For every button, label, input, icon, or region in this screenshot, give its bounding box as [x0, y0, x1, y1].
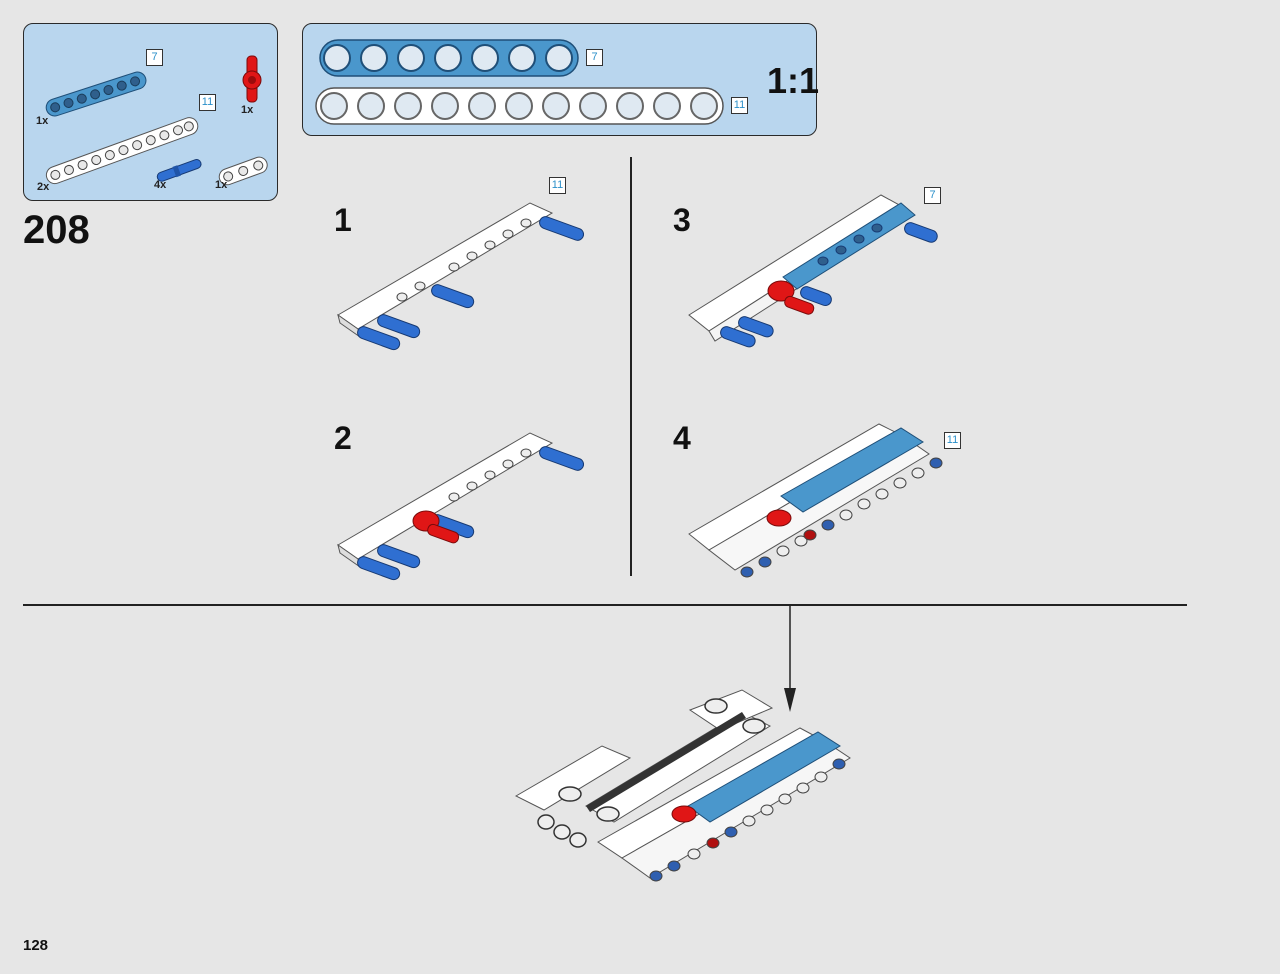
substep-1-number: 1 — [334, 202, 352, 238]
scale-beams-art — [315, 39, 724, 125]
substep-3-length-badge: 7 — [924, 187, 941, 204]
parts-list-panel: 7 11 1x 1x 2x 4x 1x — [23, 23, 278, 201]
white-small-qty: 1x — [215, 179, 228, 191]
substep-4-length-badge: 11 — [944, 432, 961, 449]
substep-3-illustration — [688, 194, 938, 348]
page-number: 128 — [23, 937, 49, 954]
white-beam-length-badge: 11 — [199, 94, 216, 111]
scale-ratio: 1:1 — [767, 60, 820, 101]
substep-1-length-badge: 11 — [549, 177, 566, 194]
final-assembly-illustration — [514, 689, 851, 882]
substep-4-number: 4 — [673, 420, 691, 456]
parts-list-art — [45, 55, 268, 186]
scale-bottom-length-badge: 11 — [731, 97, 748, 114]
blue-pin-qty: 4x — [154, 179, 167, 191]
substep-1-illustration — [337, 202, 585, 351]
blue-beam-qty: 1x — [36, 115, 49, 127]
red-connector-qty: 1x — [241, 104, 254, 116]
white-beam-qty: 2x — [37, 181, 50, 193]
blue-beam-length-badge: 7 — [146, 49, 163, 66]
substep-2-number: 2 — [334, 420, 352, 456]
scale-top-length-badge: 7 — [586, 49, 603, 66]
substep-2-illustration — [337, 432, 585, 581]
step-number: 208 — [23, 208, 90, 252]
substep-3-number: 3 — [673, 202, 691, 238]
scale-panel: 7 11 1:1 — [302, 23, 820, 136]
substep-4-illustration — [688, 423, 943, 578]
